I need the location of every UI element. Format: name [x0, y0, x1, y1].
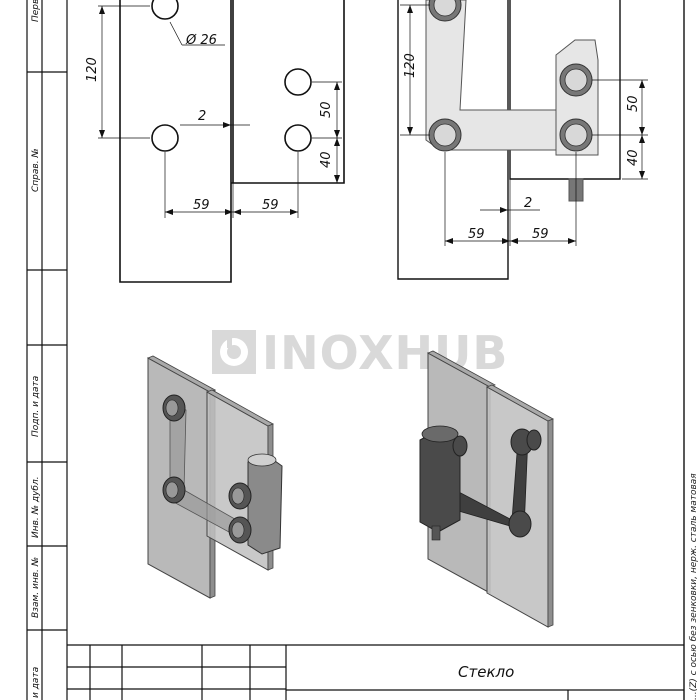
- watermark-logo-icon: [212, 330, 256, 374]
- side-label-podp-data: Подп. и дата: [31, 376, 41, 437]
- dim-50-left: 50: [319, 101, 334, 118]
- right-view: 120 50 40 2 59 59: [397, 0, 648, 280]
- side-label-vzam-inv: Взам. инв. №: [31, 557, 41, 618]
- dim-50-right: 50: [626, 95, 641, 112]
- left-view: Ø 26 120 2 50 40 59 59: [85, 0, 345, 283]
- right-isometric-view: [419, 350, 554, 628]
- left-isometric-view: [147, 355, 283, 599]
- dim-59-right-a: 59: [468, 227, 485, 242]
- dim-120-right: 120: [403, 53, 418, 78]
- dim-diameter-26: Ø 26: [185, 33, 217, 48]
- left-margin-strip: [26, 0, 68, 700]
- dim-59-left-b: 59: [262, 198, 279, 213]
- title-block: [67, 644, 684, 700]
- side-label-data: и дата: [31, 667, 41, 698]
- side-label-inv-dubl: Инв. № дубл.: [31, 476, 41, 538]
- title-block-material: Стекло: [458, 663, 514, 681]
- dim-2-left: 2: [198, 109, 206, 124]
- right-vertical-description: ...(Z) с осью без зенковки, нерж. сталь …: [689, 473, 699, 700]
- dim-59-right-b: 59: [532, 227, 549, 242]
- side-label-perv: Перв: [31, 0, 41, 22]
- dim-40-right: 40: [626, 149, 641, 166]
- dim-40-left: 40: [319, 151, 334, 168]
- side-label-sprav: Справ. №: [31, 148, 41, 192]
- dim-2-right: 2: [524, 196, 532, 211]
- dim-120-left: 120: [85, 57, 100, 82]
- dim-59-left-a: 59: [193, 198, 210, 213]
